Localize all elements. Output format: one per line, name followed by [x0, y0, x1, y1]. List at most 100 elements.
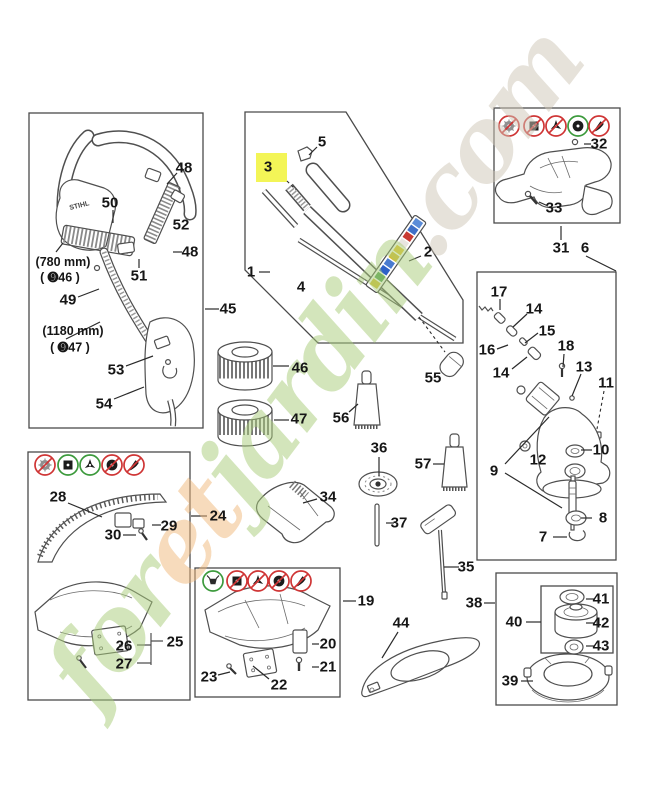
circular-saw-blade-prohibited-icon	[34, 454, 56, 476]
frame-guard-19	[194, 567, 341, 698]
screw-21-drawing	[295, 656, 303, 671]
head-housing-39-drawing	[523, 653, 613, 703]
grease-tube-56-drawing	[353, 370, 381, 429]
plate-22-drawing	[242, 648, 278, 678]
highlight-box	[256, 153, 287, 182]
screw-33-drawing	[524, 190, 538, 205]
square-blade-prohibited-icon	[226, 570, 248, 592]
knife-blade-prohibited-icon	[290, 570, 312, 592]
leader-line	[217, 671, 231, 676]
pin-37-drawing	[374, 503, 380, 547]
washer-36-drawing	[358, 471, 398, 497]
leader-line	[562, 353, 565, 368]
leader-line	[504, 416, 550, 465]
sticker-pictogram	[393, 244, 405, 256]
sticker-pictogram	[369, 278, 381, 290]
sticker-pictogram	[383, 258, 395, 269]
transport-guard-34-drawing	[256, 480, 335, 544]
tri-blade-prohibited-icon	[545, 115, 567, 137]
leader-line	[65, 321, 101, 340]
leader-line	[381, 631, 399, 659]
leader-line	[166, 172, 178, 185]
leader-line	[348, 403, 359, 413]
frame-handle-31	[493, 107, 621, 224]
frame-shaft-1	[244, 111, 464, 344]
circlip-7-drawing	[568, 530, 586, 542]
strap-roll-46-drawing	[217, 341, 273, 391]
knife-blade-prohibited-icon	[588, 115, 610, 137]
leader-line	[113, 386, 145, 400]
plate-26-drawing	[91, 625, 129, 656]
leader-line	[596, 390, 605, 430]
leader-line	[585, 255, 617, 272]
spring-17-drawing	[478, 305, 494, 312]
screw-12-drawing	[519, 440, 531, 452]
spool-42-drawing	[554, 603, 598, 639]
washer-10-drawing	[565, 444, 585, 458]
leader-line	[286, 180, 297, 191]
frame-gearhead-9	[476, 271, 617, 561]
bolt-13-drawing	[569, 395, 575, 401]
leader-line	[418, 316, 446, 353]
blade-44-drawing	[361, 637, 481, 698]
leader-line	[67, 502, 103, 518]
leader-line	[524, 332, 539, 344]
spacer-20-drawing	[292, 629, 308, 654]
circular-saw-blade-prohibited-icon	[498, 115, 520, 137]
sticker-pictogram	[388, 251, 400, 263]
bearing-8-drawing	[565, 510, 587, 526]
tri-blade-prohibited-icon	[247, 570, 269, 592]
screw-27-drawing	[76, 655, 87, 669]
frame-guard-24	[27, 451, 191, 701]
sticker-pictogram	[407, 224, 419, 236]
leader-line	[512, 313, 528, 328]
sticker-pictogram	[379, 264, 391, 276]
grease-tube-57-drawing	[441, 433, 468, 491]
screw-32-drawing	[571, 138, 579, 146]
sticker-pictogram	[397, 237, 410, 249]
end-cap-55-drawing	[439, 351, 464, 378]
clamp-5-drawing	[297, 146, 313, 162]
mulching-disc-prohibited-icon	[101, 454, 123, 476]
tri-blade-allowed-icon	[79, 454, 101, 476]
mulching-disc-prohibited-icon	[268, 570, 290, 592]
mowing-head-guard-drawing	[204, 585, 331, 678]
screw-23-drawing	[226, 663, 237, 675]
leader-line	[511, 356, 528, 370]
mulching-disc-allowed-icon	[567, 115, 589, 137]
leader-line	[55, 242, 64, 253]
leader-line	[538, 201, 549, 207]
screw-30-drawing	[138, 528, 148, 541]
square-blade-allowed-icon	[57, 454, 79, 476]
leader-line	[302, 498, 318, 504]
mow-head-allowed-icon	[202, 570, 224, 592]
leader-line	[504, 472, 563, 509]
leader-line	[496, 344, 509, 350]
mowing-head-kit-drawing	[523, 589, 613, 703]
harness-logo-text: STIHL	[69, 200, 91, 212]
leader-line	[408, 255, 422, 262]
leader-line	[77, 288, 100, 298]
square-blade-prohibited-icon	[523, 115, 545, 137]
metal-blade-guard-drawing	[34, 493, 168, 669]
screw-18-drawing	[558, 362, 566, 377]
leader-line	[308, 146, 318, 156]
wrench-35-drawing	[420, 504, 457, 600]
restriction-icons-layer	[34, 115, 610, 592]
sticker-2-drawing	[365, 214, 427, 294]
sticker-pictogram	[374, 271, 386, 283]
leader-line	[571, 373, 582, 397]
frame-mowhead-38	[495, 572, 618, 706]
clamp-29-drawing	[114, 512, 132, 528]
clamp-collar-drawing	[525, 381, 560, 416]
leader-line	[252, 665, 270, 680]
leader-line	[125, 355, 154, 367]
knife-blade-prohibited-icon	[123, 454, 145, 476]
sticker-pictogram	[411, 217, 424, 229]
drive-tube-drawing	[256, 146, 464, 378]
harness-drawing: STIHL	[55, 129, 197, 427]
nut-43-drawing	[564, 639, 584, 655]
leader-lines-layer	[55, 143, 617, 682]
